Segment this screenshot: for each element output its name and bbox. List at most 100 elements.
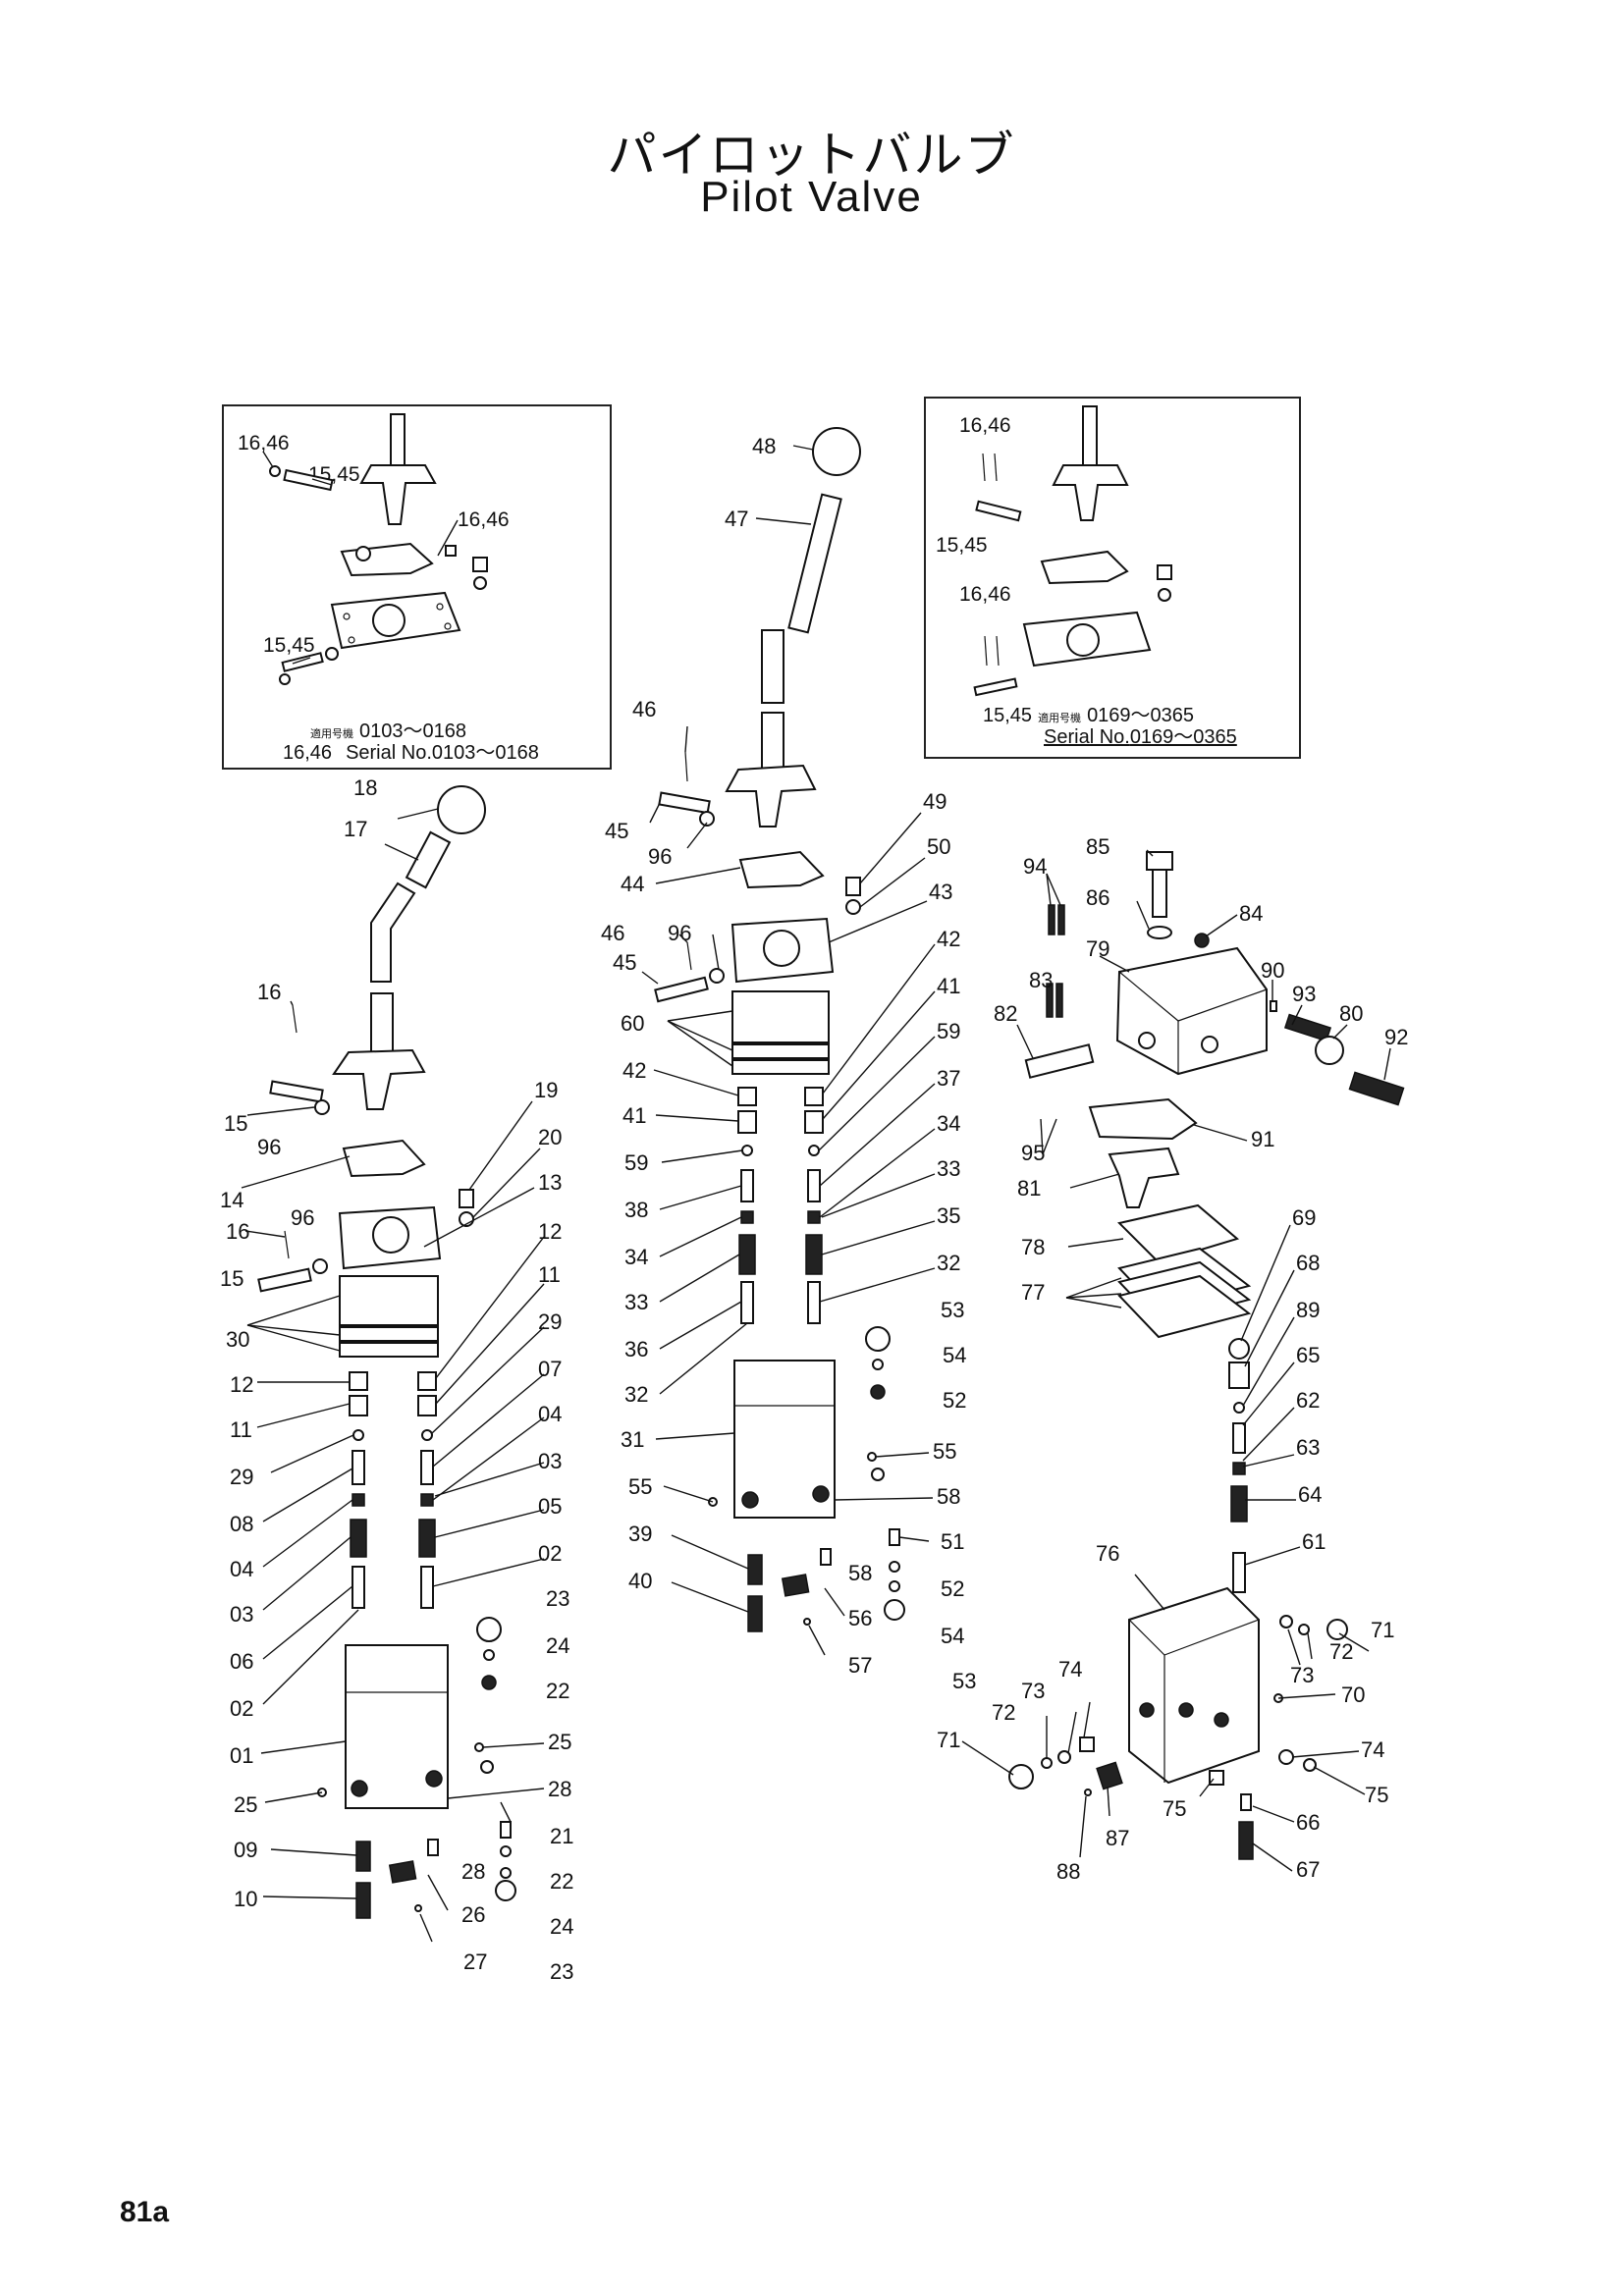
callout-43: 43	[929, 880, 952, 904]
callout-57: 57	[848, 1653, 872, 1678]
callout-11b: 11	[538, 1262, 561, 1287]
callout-90: 90	[1261, 958, 1284, 983]
valve-body	[345, 1644, 449, 1809]
callout-52b: 52	[941, 1576, 964, 1601]
callout-32: 32	[624, 1382, 648, 1407]
inset-left-label-3: 16,46	[458, 508, 510, 531]
snap-ring	[269, 465, 281, 477]
callout-95: 95	[1021, 1141, 1045, 1165]
callout-02: 02	[230, 1696, 253, 1721]
callout-42b: 42	[937, 927, 960, 951]
callout-55b: 55	[933, 1439, 956, 1464]
callout-74b: 74	[1361, 1737, 1384, 1762]
callout-77: 77	[1021, 1280, 1045, 1305]
callout-03: 03	[230, 1602, 253, 1627]
lever-arm	[1108, 1147, 1180, 1208]
inset-left-label-4: 15,45	[263, 634, 315, 657]
shim-plate-2	[339, 1326, 439, 1342]
callout-65: 65	[1296, 1343, 1320, 1367]
callout-35: 35	[937, 1203, 960, 1228]
callout-04b: 04	[538, 1402, 562, 1426]
callout-18: 18	[353, 775, 377, 800]
callout-47: 47	[725, 507, 748, 531]
callout-10: 10	[234, 1887, 257, 1911]
callout-34: 34	[624, 1245, 648, 1269]
callout-66: 66	[1296, 1810, 1320, 1835]
callout-96: 96	[648, 844, 672, 869]
callout-94: 94	[1023, 854, 1047, 879]
callout-76: 76	[1096, 1541, 1119, 1566]
callout-40: 40	[628, 1569, 652, 1593]
callout-41: 41	[622, 1103, 646, 1128]
callout-53: 53	[941, 1298, 964, 1322]
page-number: 81a	[120, 2196, 170, 2228]
lever-bent	[370, 881, 416, 983]
callout-37: 37	[937, 1066, 960, 1091]
lever-housing	[1115, 946, 1268, 1076]
callout-04: 04	[230, 1557, 253, 1581]
callout-96: 96	[257, 1135, 281, 1159]
callout-30: 30	[226, 1327, 249, 1352]
callout-84: 84	[1239, 901, 1263, 926]
callout-73: 73	[1290, 1663, 1314, 1687]
callout-38: 38	[624, 1198, 648, 1222]
page-title-english: Pilot Valve	[700, 173, 923, 221]
lever-fork	[359, 464, 437, 525]
callout-23b: 23	[550, 1959, 573, 1984]
callout-17: 17	[344, 817, 367, 841]
callout-27: 27	[463, 1949, 487, 1974]
callout-05: 05	[538, 1494, 562, 1519]
callout-11: 11	[230, 1417, 252, 1442]
callout-93: 93	[1292, 982, 1316, 1006]
callout-34b: 34	[937, 1111, 960, 1136]
callout-75: 75	[1365, 1783, 1388, 1807]
callout-58: 58	[937, 1484, 960, 1509]
callout-75b: 75	[1163, 1796, 1186, 1821]
callout-72: 72	[1329, 1639, 1353, 1664]
callout-07: 07	[538, 1357, 562, 1381]
lever-fork	[725, 764, 817, 828]
callout-73b: 73	[1021, 1679, 1045, 1703]
shaft	[1024, 1043, 1095, 1079]
callout-02b: 02	[538, 1541, 562, 1566]
callout-63: 63	[1296, 1435, 1320, 1460]
lever-fork	[1052, 464, 1129, 521]
bolt	[472, 557, 488, 572]
callout-54b: 54	[941, 1624, 964, 1648]
cam	[1088, 1097, 1198, 1141]
callout-15: 15	[224, 1111, 247, 1136]
callout-24: 24	[546, 1633, 569, 1658]
callout-58b: 58	[848, 1561, 872, 1585]
callout-28: 28	[548, 1777, 571, 1801]
callout-78: 78	[1021, 1235, 1045, 1259]
callout-06: 06	[230, 1649, 253, 1674]
knob	[437, 785, 486, 834]
callout-83: 83	[1029, 968, 1053, 992]
callout-23: 23	[546, 1586, 569, 1611]
callout-59b: 59	[937, 1019, 960, 1043]
inset-right-drawing: 16,46 15,45 16,46	[936, 405, 1172, 697]
callout-45: 45	[605, 819, 628, 843]
callout-54: 54	[943, 1343, 966, 1367]
callout-12: 12	[230, 1372, 253, 1397]
callout-33: 33	[624, 1290, 648, 1314]
callout-96b: 96	[668, 921, 691, 945]
callout-87: 87	[1106, 1826, 1129, 1850]
callout-60: 60	[621, 1011, 644, 1036]
callout-13: 13	[538, 1170, 562, 1195]
callout-67: 67	[1296, 1857, 1320, 1882]
nut	[1315, 1036, 1344, 1065]
callout-71b: 71	[937, 1728, 960, 1752]
callout-72b: 72	[992, 1700, 1015, 1725]
callout-51: 51	[941, 1529, 964, 1554]
callout-36: 36	[624, 1337, 648, 1362]
callout-15b: 15	[220, 1266, 243, 1291]
callout-70: 70	[1341, 1682, 1365, 1707]
callout-59: 59	[624, 1150, 648, 1175]
lever-mid	[761, 629, 784, 704]
shim-plate-1	[339, 1275, 439, 1326]
